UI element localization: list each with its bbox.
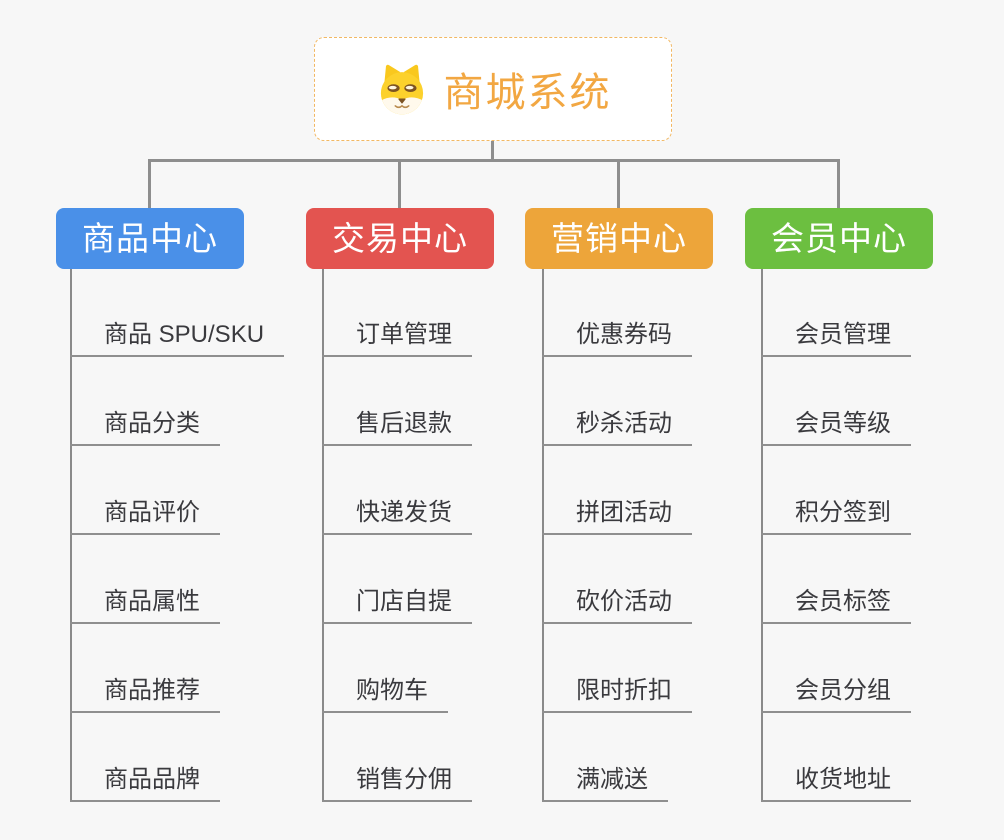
leaf-topic[interactable]: 拼团活动 bbox=[542, 501, 692, 535]
root-topic-title: 商城系统 bbox=[443, 71, 612, 115]
leaf-topic[interactable]: 收货地址 bbox=[761, 768, 911, 802]
connector-drop bbox=[617, 159, 620, 208]
connector-bus bbox=[148, 159, 840, 162]
connector-trunk bbox=[70, 269, 72, 802]
root-topic[interactable]: 商城系统 bbox=[314, 37, 672, 141]
leaf-topic[interactable]: 销售分佣 bbox=[322, 768, 472, 802]
branch-member-center[interactable]: 会员中心 bbox=[745, 208, 933, 269]
branch-product-center[interactable]: 商品中心 bbox=[56, 208, 244, 269]
leaf-topic[interactable]: 商品评价 bbox=[70, 501, 220, 535]
leaf-topic[interactable]: 优惠券码 bbox=[542, 323, 692, 357]
connector-trunk bbox=[761, 269, 763, 802]
leaf-topic[interactable]: 商品属性 bbox=[70, 590, 220, 624]
leaf-topic[interactable]: 会员标签 bbox=[761, 590, 911, 624]
leaf-topic[interactable]: 会员等级 bbox=[761, 412, 911, 446]
connector-root-stub bbox=[491, 141, 494, 161]
branch-marketing-center[interactable]: 营销中心 bbox=[525, 208, 713, 269]
leaf-topic[interactable]: 商品推荐 bbox=[70, 679, 220, 713]
leaf-topic[interactable]: 积分签到 bbox=[761, 501, 911, 535]
leaf-topic[interactable]: 购物车 bbox=[322, 679, 448, 713]
leaf-topic[interactable]: 商品 SPU/SKU bbox=[70, 323, 285, 357]
leaf-topic[interactable]: 秒杀活动 bbox=[542, 412, 692, 446]
leaf-topic[interactable]: 商品分类 bbox=[70, 412, 220, 446]
branch-trade-center[interactable]: 交易中心 bbox=[306, 208, 494, 269]
leaf-topic[interactable]: 门店自提 bbox=[322, 590, 472, 624]
leaf-topic[interactable]: 订单管理 bbox=[322, 323, 472, 357]
leaf-topic[interactable]: 限时折扣 bbox=[542, 679, 692, 713]
leaf-topic[interactable]: 售后退款 bbox=[322, 412, 472, 446]
leaf-topic[interactable]: 快递发货 bbox=[322, 501, 472, 535]
connector-drop bbox=[148, 159, 151, 208]
connector-drop bbox=[398, 159, 401, 208]
connector-trunk bbox=[322, 269, 324, 802]
leaf-topic[interactable]: 会员管理 bbox=[761, 323, 911, 357]
connector-drop bbox=[837, 159, 840, 208]
dog-face-icon bbox=[380, 64, 423, 115]
leaf-topic[interactable]: 会员分组 bbox=[761, 679, 911, 713]
connector-trunk bbox=[542, 269, 544, 802]
leaf-topic[interactable]: 商品品牌 bbox=[70, 768, 220, 802]
leaf-topic[interactable]: 砍价活动 bbox=[542, 590, 692, 624]
leaf-topic[interactable]: 满减送 bbox=[542, 768, 668, 802]
